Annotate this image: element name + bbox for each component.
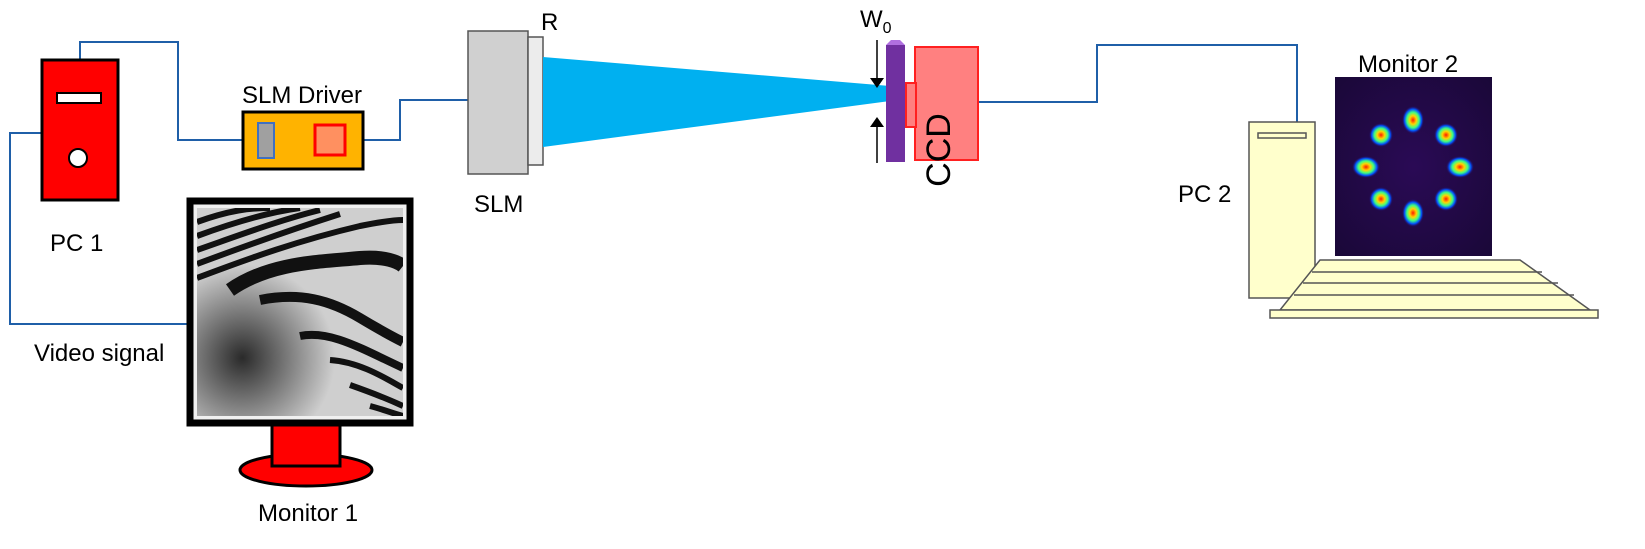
- ccd-camera: [905, 46, 979, 161]
- ccd-body: [914, 46, 979, 161]
- pc2-drive-slot: [1257, 132, 1307, 139]
- pc2-keyboard: [1269, 259, 1599, 319]
- slm-reflective-surface: [527, 36, 544, 166]
- monitor2-label: Monitor 2: [1358, 51, 1459, 78]
- ccd-sensor: [905, 82, 917, 128]
- monitor1: [186, 197, 414, 488]
- slm: [467, 30, 544, 175]
- slm-driver: [241, 110, 365, 171]
- slm-body: [467, 30, 529, 175]
- pc1-label: PC 1: [50, 230, 104, 257]
- monitor1-label: Monitor 1: [258, 500, 359, 527]
- video-signal-label: Video signal: [34, 340, 165, 367]
- pc1-drive-slot: [56, 92, 102, 104]
- beam-waist-label-main: W: [860, 6, 883, 33]
- pc1: [40, 58, 120, 202]
- detector-plate: [886, 40, 905, 162]
- monitor2-intensity-pattern: [1352, 106, 1474, 227]
- pc1-power-button: [68, 148, 88, 168]
- monitor2: [1335, 77, 1492, 256]
- pc2-label: PC 2: [1178, 181, 1232, 208]
- slm-driver-label: SLM Driver: [242, 82, 363, 109]
- ccd-label: CCD: [920, 113, 958, 187]
- slm-r-label: R: [541, 9, 559, 36]
- beam-waist-label-sub: 0: [882, 19, 892, 37]
- slm-label: SLM: [474, 191, 524, 218]
- monitor1-phase-hologram: [197, 208, 403, 416]
- pc1-tower: [40, 58, 120, 202]
- laser-beam: [543, 57, 890, 147]
- pc2: [1248, 121, 1599, 319]
- slm-driver-port: [313, 123, 347, 157]
- pc2-tower: [1248, 121, 1316, 299]
- wire-driver-to-slm: [363, 99, 468, 141]
- wire-pc1-to-slm-driver: [79, 41, 243, 141]
- wire-video-signal: [9, 132, 190, 325]
- connection-wires: [9, 41, 1298, 325]
- beam-waist-label: W0: [860, 8, 892, 37]
- wire-ccd-to-pc2: [978, 44, 1298, 122]
- beam-waist-marker: [870, 40, 884, 163]
- slm-driver-indicator: [257, 122, 275, 159]
